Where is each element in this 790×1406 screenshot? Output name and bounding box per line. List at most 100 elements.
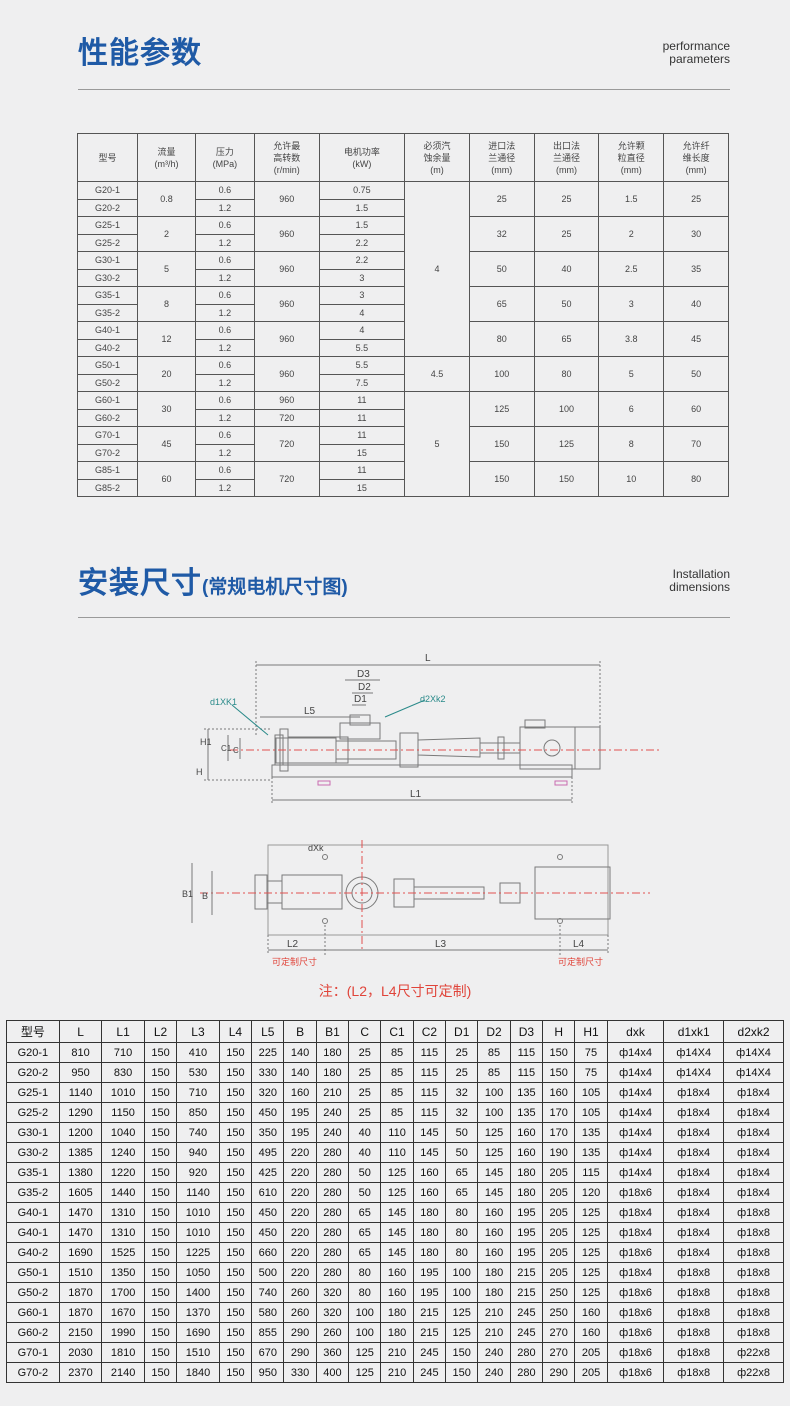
perf-header-line: 维长度 bbox=[682, 152, 710, 163]
dims-cell: 710 bbox=[176, 1082, 220, 1103]
dims-cell: ф18x8 bbox=[723, 1202, 784, 1223]
dims-cell: 125 bbox=[477, 1122, 511, 1143]
dims-cell: 215 bbox=[412, 1322, 447, 1343]
dims-header-cell: dxk bbox=[606, 1020, 665, 1043]
dims-cell: 1140 bbox=[176, 1182, 220, 1203]
dims-cell: 25 bbox=[348, 1102, 382, 1123]
fiber-cell: 60 bbox=[663, 391, 729, 427]
label-L5: L5 bbox=[304, 706, 316, 717]
dims-cell: 855 bbox=[251, 1322, 285, 1343]
label-L4: L4 bbox=[573, 939, 585, 950]
model-cell: G20-1 bbox=[76, 181, 139, 200]
dims-cell: 150 bbox=[445, 1362, 479, 1383]
dims-cell: 670 bbox=[251, 1342, 285, 1363]
pressure-cell: 1.2 bbox=[194, 373, 255, 392]
dims-cell: 740 bbox=[251, 1282, 285, 1303]
dims-cell: 150 bbox=[218, 1042, 253, 1063]
perf-header-line: 兰通径 bbox=[488, 152, 516, 163]
dims-cell: 400 bbox=[315, 1362, 350, 1383]
dims-cell: G20-1 bbox=[6, 1042, 60, 1063]
dims-cell: 320 bbox=[315, 1282, 350, 1303]
dims-cell: 280 bbox=[315, 1222, 350, 1243]
power-cell: 4 bbox=[318, 321, 406, 340]
performance-header-row: 型号流量(m³/h)压力(MPa)允许最高转数(r/min)电机功率(kW)必须… bbox=[76, 133, 729, 182]
dims-cell: 150 bbox=[143, 1082, 178, 1103]
dims-cell: 290 bbox=[283, 1322, 317, 1343]
model-cell: G25-1 bbox=[76, 216, 139, 235]
dims-cell: 220 bbox=[283, 1222, 317, 1243]
perf-header-cell: 进口法兰通径(mm) bbox=[468, 133, 535, 182]
dims-cell: ф18x4 bbox=[723, 1122, 784, 1143]
dims-header-cell: L2 bbox=[143, 1020, 178, 1043]
dims-cell: ф18x8 bbox=[663, 1282, 725, 1303]
perf-header-line: 允许纤 bbox=[682, 140, 710, 151]
dims-cell: 1385 bbox=[58, 1142, 103, 1163]
pressure-cell: 0.6 bbox=[194, 286, 255, 305]
dims-cell: 220 bbox=[283, 1182, 317, 1203]
dims-cell: 150 bbox=[218, 1142, 253, 1163]
pressure-cell: 1.2 bbox=[194, 408, 255, 427]
dims-cell: 2150 bbox=[58, 1322, 103, 1343]
dims-cell: 1225 bbox=[176, 1242, 220, 1263]
dims-cell: 280 bbox=[509, 1362, 544, 1383]
dims-cell: G30-1 bbox=[6, 1122, 60, 1143]
pressure-cell: 0.6 bbox=[194, 356, 255, 375]
label-L2: L2 bbox=[287, 939, 299, 950]
dims-cell: 1050 bbox=[176, 1262, 220, 1283]
outlet-cell: 25 bbox=[533, 216, 600, 252]
dims-header-cell: d2xk2 bbox=[723, 1020, 784, 1043]
perf-header-line: 流量 bbox=[157, 146, 176, 157]
dims-header-cell: L5 bbox=[251, 1020, 285, 1043]
model-cell: G60-2 bbox=[76, 408, 139, 427]
dims-cell: 290 bbox=[542, 1362, 576, 1383]
perf-header-line: 出口法 bbox=[553, 140, 581, 151]
dims-cell: G25-2 bbox=[6, 1102, 60, 1123]
perf-header-cell: 电机功率(kW) bbox=[318, 133, 406, 182]
dims-cell: 710 bbox=[101, 1042, 145, 1063]
label-C: C bbox=[233, 746, 239, 755]
dims-cell: 220 bbox=[283, 1242, 317, 1263]
inlet-cell: 50 bbox=[468, 251, 535, 287]
dims-cell: 50 bbox=[348, 1162, 382, 1183]
outlet-cell: 150 bbox=[533, 461, 600, 497]
fiber-cell: 30 bbox=[663, 216, 729, 252]
flow-cell: 8 bbox=[137, 286, 196, 322]
dims-cell: 810 bbox=[58, 1042, 103, 1063]
dims-cell: 115 bbox=[509, 1062, 544, 1083]
pressure-cell: 1.2 bbox=[194, 198, 255, 217]
dims-cell: 100 bbox=[348, 1302, 382, 1323]
dims-cell: 280 bbox=[315, 1202, 350, 1223]
dims-cell: ф18x4 bbox=[723, 1082, 784, 1103]
dims-cell: 1670 bbox=[101, 1302, 145, 1323]
dims-cell: ф14X4 bbox=[723, 1062, 784, 1083]
rpm-cell: 960 bbox=[253, 321, 320, 357]
inlet-cell: 100 bbox=[468, 356, 535, 392]
dims-cell: ф18x4 bbox=[663, 1222, 725, 1243]
dims-cell: ф18x4 bbox=[663, 1102, 725, 1123]
dims-cell: 245 bbox=[509, 1322, 544, 1343]
dims-cell: 210 bbox=[315, 1082, 350, 1103]
dims-cell: 160 bbox=[380, 1282, 414, 1303]
dims-cell: 160 bbox=[477, 1242, 511, 1263]
pressure-cell: 0.6 bbox=[194, 391, 255, 410]
dims-cell: 125 bbox=[380, 1182, 414, 1203]
dims-cell: 205 bbox=[542, 1242, 576, 1263]
dims-cell: 180 bbox=[477, 1282, 511, 1303]
dims-cell: 1810 bbox=[101, 1342, 145, 1363]
dims-cell: 85 bbox=[477, 1062, 511, 1083]
pressure-cell: 0.6 bbox=[194, 181, 255, 200]
dims-cell: 150 bbox=[218, 1322, 253, 1343]
label-D2: D2 bbox=[358, 682, 371, 693]
fiber-cell: 25 bbox=[663, 181, 729, 217]
label-H: H bbox=[196, 767, 203, 777]
particle-cell: 5 bbox=[598, 356, 665, 392]
model-cell: G20-2 bbox=[76, 198, 139, 217]
outlet-cell: 80 bbox=[533, 356, 600, 392]
dims-cell: 160 bbox=[283, 1082, 317, 1103]
dims-cell: 150 bbox=[218, 1222, 253, 1243]
model-cell: G70-2 bbox=[76, 443, 139, 462]
dims-cell: 205 bbox=[542, 1182, 576, 1203]
dims-cell: G35-2 bbox=[6, 1182, 60, 1203]
